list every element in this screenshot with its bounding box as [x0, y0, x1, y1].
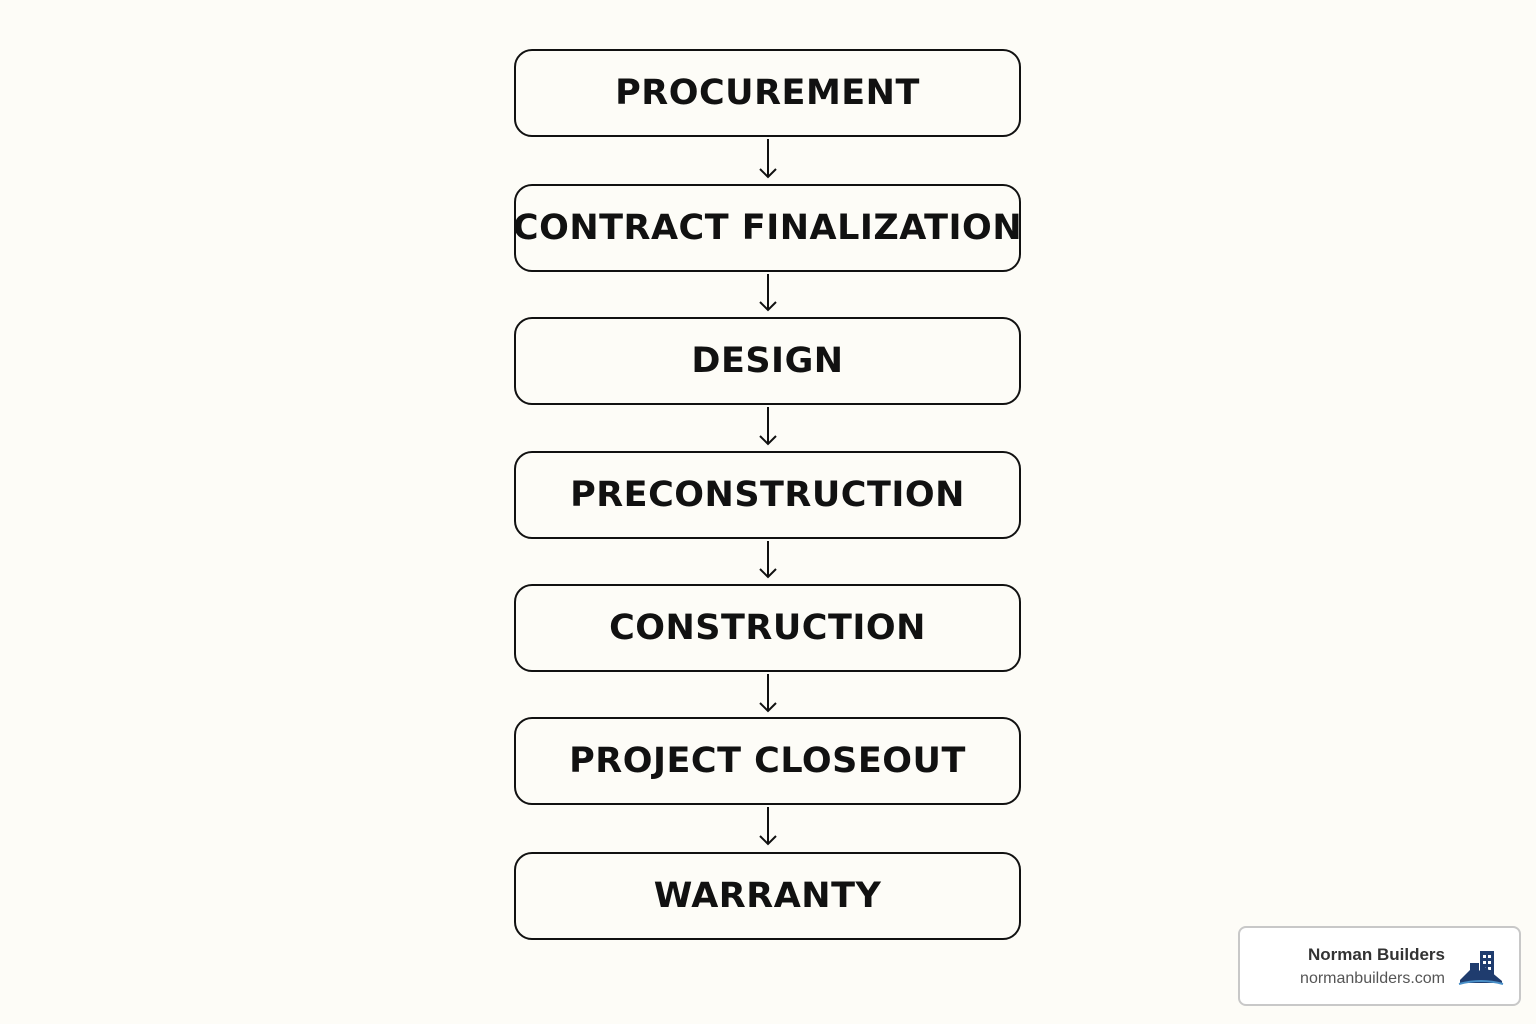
step-label: PRECONSTRUCTION — [570, 475, 965, 515]
step-project-closeout: PROJECT CLOSEOUT — [514, 717, 1021, 805]
down-arrow-icon — [758, 274, 778, 314]
step-procurement: PROCUREMENT — [514, 49, 1021, 137]
step-label: CONTRACT FINALIZATION — [512, 208, 1023, 248]
brand-url[interactable]: normanbuilders.com — [1300, 970, 1445, 987]
building-logo-icon — [1458, 948, 1504, 992]
down-arrow-icon — [758, 407, 778, 447]
brand-badge[interactable]: Norman Builders normanbuilders.com — [1238, 926, 1521, 1006]
step-label: CONSTRUCTION — [609, 608, 926, 648]
step-label: WARRANTY — [653, 876, 882, 916]
step-warranty: WARRANTY — [514, 852, 1021, 940]
brand-name: Norman Builders — [1308, 945, 1445, 964]
step-design: DESIGN — [514, 317, 1021, 405]
step-contract-finalization: CONTRACT FINALIZATION — [512, 184, 1023, 272]
step-construction: CONSTRUCTION — [514, 584, 1021, 672]
step-label: PROJECT CLOSEOUT — [569, 741, 966, 781]
down-arrow-icon — [758, 139, 778, 181]
step-preconstruction: PRECONSTRUCTION — [514, 451, 1021, 539]
down-arrow-icon — [758, 541, 778, 581]
down-arrow-icon — [758, 674, 778, 714]
step-label: DESIGN — [691, 341, 844, 381]
down-arrow-icon — [758, 807, 778, 847]
step-label: PROCUREMENT — [615, 73, 920, 113]
